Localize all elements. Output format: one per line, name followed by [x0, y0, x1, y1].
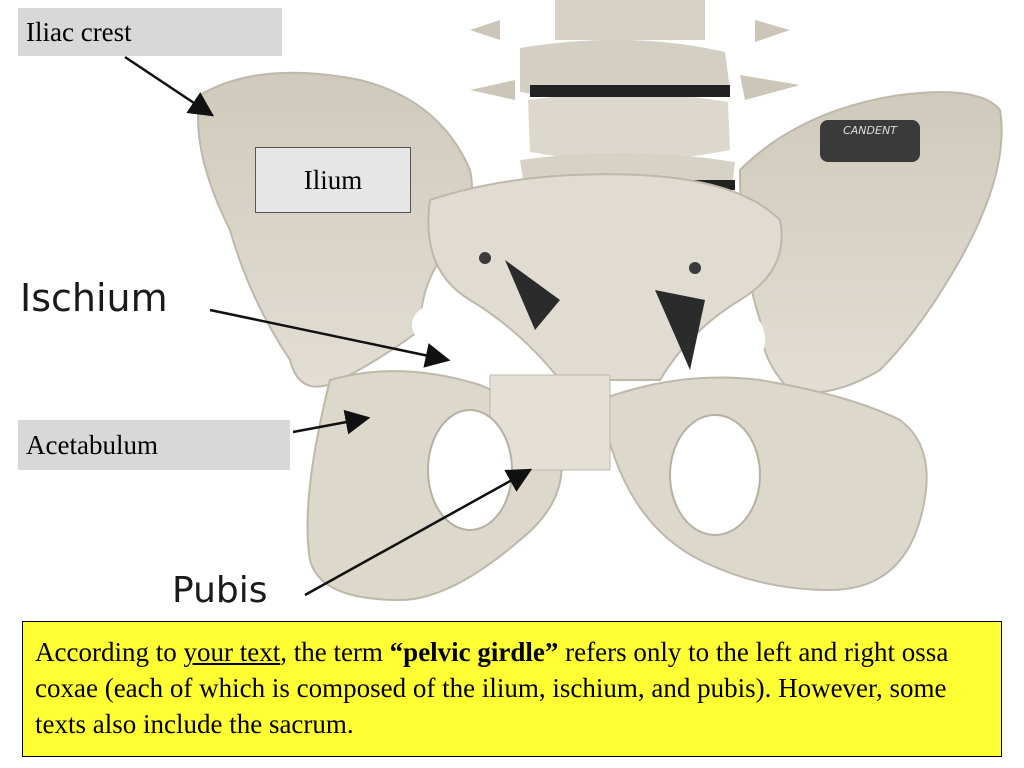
- caption-text-2: , the term: [280, 637, 390, 667]
- ilium-label: Ilium: [255, 147, 411, 213]
- annotation-arrow: [292, 409, 371, 435]
- annotation-arrow: [209, 308, 451, 368]
- caption-bold-term: “pelvic girdle”: [389, 637, 559, 667]
- ischium-label: Ischium: [20, 276, 168, 320]
- iliac-crest-label: Iliac crest: [18, 8, 282, 56]
- annotation-arrow: [304, 468, 533, 597]
- caption-text-1: According to: [35, 637, 184, 667]
- pubis-label: Pubis: [172, 570, 268, 611]
- brand-plate: [820, 120, 920, 162]
- left-obturator-foramen: [427, 409, 513, 531]
- right-hip-lower: [598, 376, 928, 592]
- right-ilium-wing: [738, 91, 1003, 394]
- svg-text:CANDENT: CANDENT: [843, 124, 898, 137]
- your-text-link[interactable]: your text: [183, 637, 281, 667]
- right-obturator-foramen: [669, 414, 761, 536]
- acetabulum-label: Acetabulum: [18, 420, 290, 470]
- annotation-arrow: [124, 55, 215, 117]
- caption-text-3: refers only to the left and right ossa c…: [35, 637, 949, 739]
- caption-box: According to your text, the term “pelvic…: [22, 621, 1002, 757]
